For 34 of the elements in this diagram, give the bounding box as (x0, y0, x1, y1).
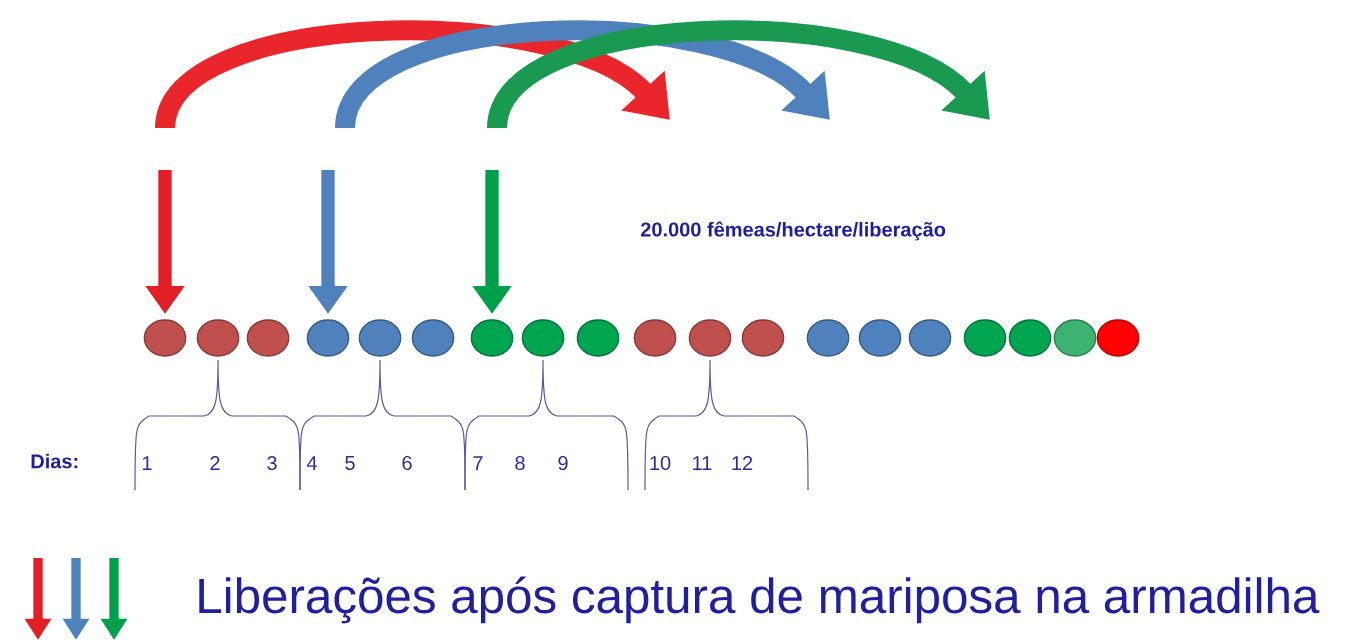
dot (741, 319, 785, 357)
dot (908, 319, 952, 357)
day-number: 4 (306, 456, 317, 470)
dot (196, 319, 240, 357)
dot (1096, 319, 1140, 357)
dot (143, 319, 187, 357)
label: 20.000 fêmeas/hectare/liberação (640, 221, 946, 241)
dot (470, 319, 514, 357)
dot (1053, 319, 1097, 357)
dot (246, 319, 290, 357)
dot (1008, 319, 1052, 357)
legend-text: Liberações após captura de mariposa na armadilha (199, 576, 1320, 624)
dot (358, 319, 402, 357)
day-number: 12 (732, 456, 753, 470)
dot (411, 319, 455, 357)
day-number: 11 (693, 456, 712, 470)
label: Dias: (31, 453, 78, 469)
day-number: 3 (267, 455, 277, 471)
day-number: 9 (558, 455, 568, 471)
day-number: 6 (402, 455, 412, 471)
dot (858, 319, 902, 357)
dot (963, 319, 1007, 357)
dot (688, 319, 732, 357)
day-number: 5 (345, 456, 355, 470)
day-number: 1 (142, 456, 152, 470)
day-number: 10 (650, 455, 671, 471)
dot (306, 319, 350, 357)
day-number: 2 (210, 456, 220, 470)
dot (633, 319, 677, 357)
dot (576, 319, 620, 357)
day-number: 7 (473, 456, 483, 470)
day-number: 8 (515, 455, 525, 471)
dot (806, 319, 850, 357)
dot (521, 319, 565, 357)
